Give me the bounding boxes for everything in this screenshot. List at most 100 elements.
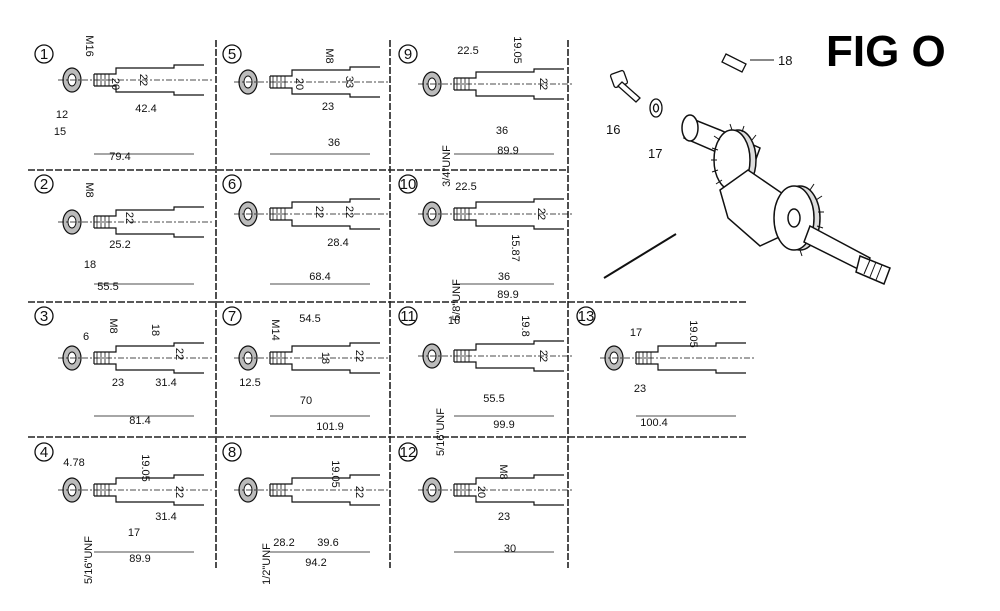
dimension-label: M14 xyxy=(269,319,281,340)
callout-18: 18 xyxy=(778,53,792,68)
cell-number: 8 xyxy=(228,444,236,461)
dimension-label: 28.4 xyxy=(327,237,348,249)
dimension-label: 22 xyxy=(353,486,365,498)
dimension-label: 39.6 xyxy=(317,537,338,549)
dimension-label: 28.2 xyxy=(273,537,294,549)
cell-number: 3 xyxy=(40,308,48,325)
dimension-label: 54.5 xyxy=(299,313,320,325)
cell-number: 2 xyxy=(40,176,48,193)
dimension-label: 55.5 xyxy=(483,393,504,405)
cell-number-circle xyxy=(222,306,242,326)
dimension-label: M8 xyxy=(107,318,119,333)
dimension-label: 15 xyxy=(54,126,66,138)
dimension-label: M8 xyxy=(83,182,95,197)
dimension-label: 23 xyxy=(322,101,334,113)
dimension-label: 19.05 xyxy=(511,36,523,64)
dimension-label: 18 xyxy=(84,259,96,271)
shaft-profile xyxy=(453,68,564,100)
shaft-profile xyxy=(453,340,564,372)
cell-number: 1 xyxy=(40,46,48,63)
cell-number-circle xyxy=(34,306,54,326)
shaft-profile xyxy=(269,474,380,506)
cell-number: 5 xyxy=(228,46,236,63)
dimension-label: 22 xyxy=(537,78,549,90)
dimension-label: 89.9 xyxy=(129,553,150,565)
cell-number-circle xyxy=(398,442,418,462)
dimension-label: 20 xyxy=(475,486,487,498)
shaft-profile xyxy=(93,206,204,238)
dimension-label: 79.4 xyxy=(109,151,130,163)
crankshaft-illustration xyxy=(681,114,891,285)
shaft-profile xyxy=(453,474,564,506)
dimension-label: 99.9 xyxy=(493,419,514,431)
dimension-label: 22 xyxy=(537,350,549,362)
cell-number-circle xyxy=(34,174,54,194)
dimension-label: 22.5 xyxy=(455,181,476,193)
shaft-profile xyxy=(269,66,380,98)
dimension-label: 5/16"UNF xyxy=(83,536,95,584)
dimension-label: 19.05 xyxy=(329,460,341,488)
cell-number-circle xyxy=(576,306,596,326)
dimension-label: 42.4 xyxy=(135,103,156,115)
dimension-label: 3/4"UNF xyxy=(441,145,453,187)
cell-number-circle xyxy=(222,44,242,64)
dimension-label: 22 xyxy=(535,208,547,220)
dimension-label: 89.9 xyxy=(497,289,518,301)
dimension-label: 17 xyxy=(630,327,642,339)
grid-lines xyxy=(28,40,746,568)
dimension-label: M8 xyxy=(323,48,335,63)
dimension-label: 25.2 xyxy=(109,239,130,251)
dimension-label: 31.4 xyxy=(155,511,176,523)
dimension-label: 94.2 xyxy=(305,557,326,569)
shaft-profile xyxy=(269,198,380,230)
shaft-profile xyxy=(93,64,204,96)
cell-number-circle xyxy=(34,44,54,64)
dimension-label: 22 xyxy=(173,486,185,498)
dimension-label: 18 xyxy=(319,352,331,364)
dimension-label: 31.4 xyxy=(155,377,176,389)
figure-title: FIG O xyxy=(826,27,946,76)
dimension-label: 22 xyxy=(137,74,149,86)
dimension-label: 68.4 xyxy=(309,271,330,283)
dimension-label: 22 xyxy=(123,212,135,224)
dimension-label: 22 xyxy=(353,350,365,362)
cell-number: 11 xyxy=(400,308,416,325)
cell-number-circle xyxy=(222,442,242,462)
dimension-label: 100.4 xyxy=(640,417,668,429)
dimension-label: 22.5 xyxy=(457,45,478,57)
leader-line xyxy=(603,233,677,279)
dimension-label: 23 xyxy=(498,511,510,523)
cell-number: 12 xyxy=(400,444,417,461)
dimension-label: 55.5 xyxy=(97,281,118,293)
dimension-label: 22 xyxy=(313,206,325,218)
dimension-label: 22 xyxy=(173,348,185,360)
cell-number: 6 xyxy=(228,176,236,193)
cell-number-circle xyxy=(398,174,418,194)
cell-number: 9 xyxy=(404,46,412,63)
dimension-label: 36 xyxy=(328,137,340,149)
dimension-label: 19.8 xyxy=(519,315,531,336)
cell-number: 10 xyxy=(400,176,417,193)
shaft-profile xyxy=(93,342,204,374)
shaft-profile xyxy=(453,198,564,230)
dimension-label: 23 xyxy=(112,377,124,389)
cell-number-circle xyxy=(34,442,54,462)
cell-number: 13 xyxy=(578,308,595,325)
cell-number-circle xyxy=(398,44,418,64)
dimension-label: 15.87 xyxy=(509,234,521,262)
dimension-label: 19.05 xyxy=(139,454,151,482)
dimension-label: 30 xyxy=(504,543,516,555)
